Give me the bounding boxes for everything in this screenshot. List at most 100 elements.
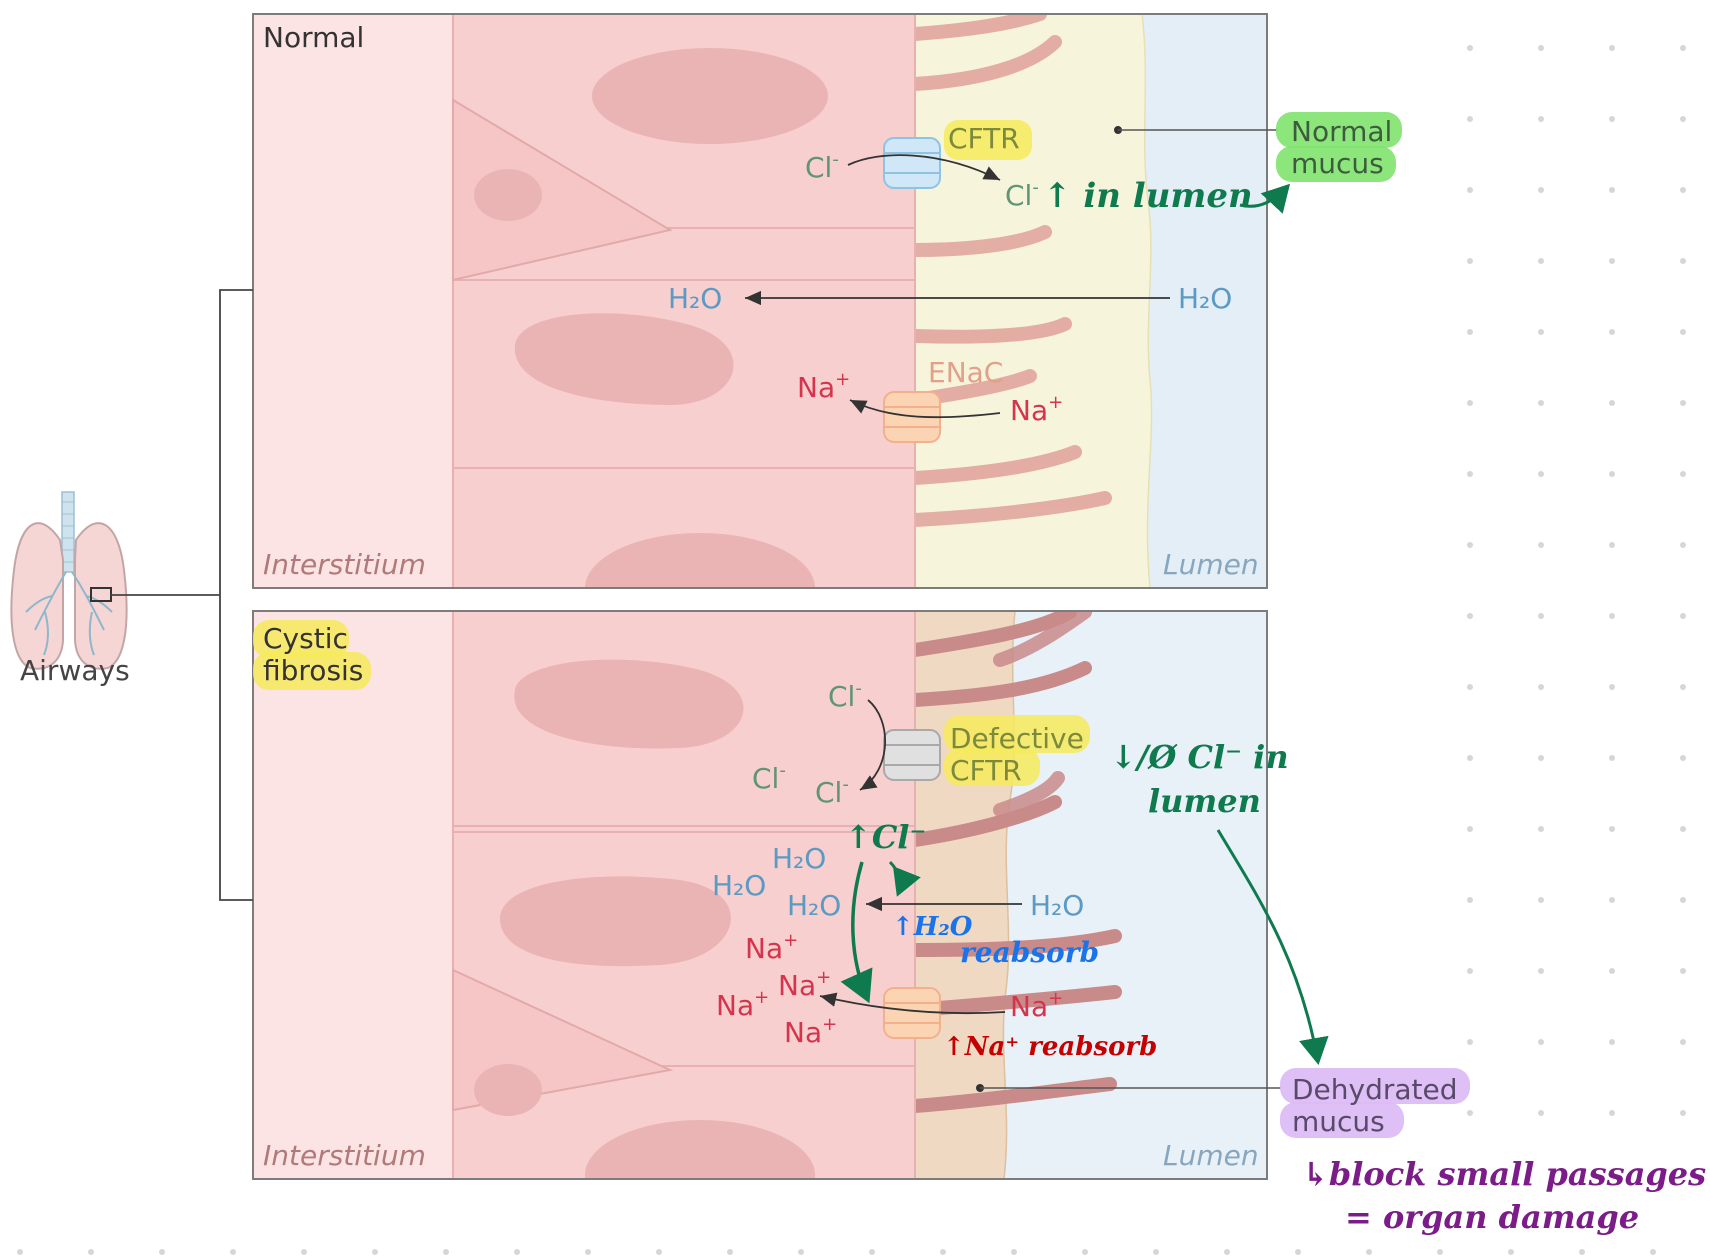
grid-dot [1680,471,1686,477]
cf-title-highlight-2 [253,652,371,690]
grid-dot [1467,684,1473,690]
note-h2o-increase: ↑H₂O [892,912,973,942]
grid-dot [1467,968,1473,974]
note-lumen-to-mucus-arrow [1216,829,1329,1065]
grid-dot [1467,1110,1473,1116]
cftr-label: CFTR [948,122,1020,155]
cf-interstitium-label: Interstitium [263,1139,426,1172]
note-cl-in-lumen: ↑ in lumen [1043,176,1253,216]
grid-dot [1538,968,1544,974]
grid-dot [1467,45,1473,51]
grid-dot [1680,897,1686,903]
cf-na-3: Na+ [716,987,769,1022]
grid-dot [1680,755,1686,761]
grid-dot [1467,613,1473,619]
grid-dot [1538,187,1544,193]
grid-dot [88,1249,94,1255]
defective-cftr-highlight-2 [944,748,1040,786]
dehydrated-mucus-label-1: Dehydrated [1292,1073,1458,1106]
cf-panel: Cystic fibrosis Interstitium Lumen Defec… [252,610,1706,1236]
grid-dot [514,1249,520,1255]
dehydrated-mucus-highlight-2 [1280,1102,1404,1138]
grid-dot [1538,826,1544,832]
grid-dot [1680,542,1686,548]
note-cl-increase: ↑Cl⁻ [845,818,926,856]
cf-na-absorption-arrow [819,992,1006,1015]
grid-dot [1538,897,1544,903]
cf-cl-bottom: Cl- [815,774,849,809]
grid-dot [1609,968,1615,974]
grid-dot [1538,258,1544,264]
note-cl-to-water-arrow [888,860,921,897]
normal-mucus-highlight-1 [1276,112,1402,148]
grid-dot [1467,471,1473,477]
cf-cl-top: Cl- [828,678,862,713]
grid-dot [1609,400,1615,406]
grid-dot [159,1249,165,1255]
grid-dot [1538,471,1544,477]
grid-dot [727,1249,733,1255]
cf-na-2: Na+ [778,967,831,1002]
grid-dot [1680,116,1686,122]
grid-dot [940,1249,946,1255]
grid-dot [1609,755,1615,761]
note-organ-damage: = organ damage [1345,1198,1639,1236]
note-h2o-reabsorb: reabsorb [960,936,1099,969]
cf-title-highlight-1 [253,620,349,658]
cf-panel-title-2: fibrosis [263,654,363,687]
grid-dot [1609,1110,1615,1116]
grid-dot [1609,258,1615,264]
normal-na-lumen: Na+ [1010,392,1063,427]
normal-lumen-label: Lumen [1163,548,1259,581]
note-cl-arrow [1239,183,1291,214]
cf-cl-mid: Cl- [752,760,786,795]
grid-dot [1680,1039,1686,1045]
defective-cftr-label-2: CFTR [950,754,1022,787]
grid-dot [1366,1249,1372,1255]
grid-dot [1650,1249,1656,1255]
grid-dot [1538,400,1544,406]
grid-dot [1680,187,1686,193]
note-na-reabsorb: ↑Na⁺ reabsorb [943,1032,1157,1062]
normal-water-inside: H₂O [668,282,722,315]
grid-dot [656,1249,662,1255]
grid-dot [1680,1110,1686,1116]
panel-bracket [111,289,253,901]
grid-dot [1680,45,1686,51]
grid-dot [1609,471,1615,477]
grid-dot [1082,1249,1088,1255]
grid-dot [17,1249,23,1255]
grid-dot [1437,1249,1443,1255]
cf-na-4: Na+ [784,1014,837,1049]
grid-dot [1680,329,1686,335]
grid-dot [585,1249,591,1255]
normal-cl-lumen: Cl- [1005,177,1039,212]
grid-dot [1680,826,1686,832]
grid-dot [1680,400,1686,406]
cl-secretion-arrow [847,154,1001,181]
cf-na-lumen: Na+ [1010,988,1063,1023]
cf-water-2: H₂O [712,869,766,902]
airways-label: Airways [20,654,130,687]
enac-label: ENaC [928,356,1003,389]
defective-cftr-channel-icon [883,729,941,781]
grid-dot [798,1249,804,1255]
grid-dot [1680,684,1686,690]
grid-dot [1609,329,1615,335]
grid-dot [1609,45,1615,51]
grid-dot [1609,826,1615,832]
cftr-highlight [944,120,1032,160]
defective-cftr-highlight-1 [944,715,1090,753]
dehydrated-mucus-label-2: mucus [1292,1105,1385,1138]
normal-panel-title: Normal [263,21,364,54]
normal-mucus-label-1: Normal [1291,115,1392,148]
grid-dot [1224,1249,1230,1255]
grid-dot [1295,1249,1301,1255]
cf-na-1: Na+ [745,930,798,965]
dot-grid [17,45,1686,1255]
grid-dot [1467,187,1473,193]
dehydrated-mucus-highlight-1 [1280,1068,1470,1104]
grid-dot [1467,329,1473,335]
grid-dot [1538,329,1544,335]
